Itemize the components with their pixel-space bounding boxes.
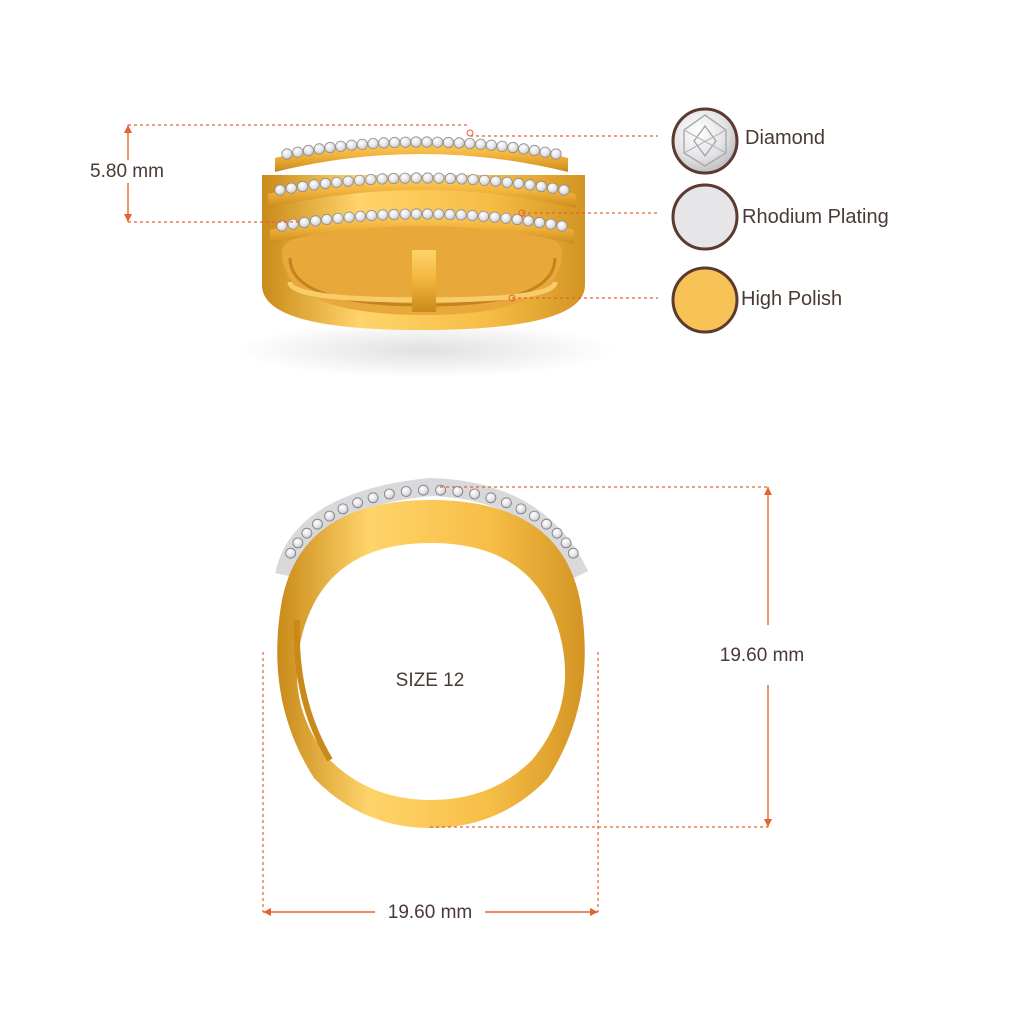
band-height-label: 5.80 mm xyxy=(90,161,164,182)
legend-label-diamond: Diamond xyxy=(745,127,825,149)
legend-leaders xyxy=(466,129,658,302)
inner-width-label: 19.60 mm xyxy=(388,902,472,923)
legend-item-rhodium: Rhodium Plating xyxy=(671,183,889,251)
ring-shadow xyxy=(235,322,615,378)
legend-label-rhodium: Rhodium Plating xyxy=(742,206,889,228)
diamond-band-row xyxy=(275,136,568,172)
material-legend: Diamond Rhodium Plating High Polish xyxy=(671,107,889,334)
ring-size-label: SIZE 12 xyxy=(396,670,465,691)
inner-width-dimension: 19.60 mm xyxy=(262,652,599,923)
inner-height-label: 19.60 mm xyxy=(720,645,804,666)
ring-body xyxy=(277,500,585,828)
diamond-band-row xyxy=(270,208,574,244)
legend-item-high-polish: High Polish xyxy=(671,266,842,334)
ring-front-view: SIZE 12 xyxy=(275,477,589,828)
inner-height-dimension: 19.60 mm xyxy=(430,486,804,828)
legend-item-diamond: Diamond xyxy=(671,107,825,175)
diamond-band-row xyxy=(268,172,576,208)
band-height-dimension: 5.80 mm xyxy=(90,124,470,223)
gold-swatch-icon xyxy=(671,266,739,334)
rhodium-swatch-icon xyxy=(671,183,739,251)
legend-label-high-polish: High Polish xyxy=(741,288,842,310)
ring-perspective-view xyxy=(235,136,615,378)
front-diamonds xyxy=(285,484,579,559)
ring-bridge xyxy=(412,250,436,312)
diamond-bands xyxy=(268,136,576,244)
